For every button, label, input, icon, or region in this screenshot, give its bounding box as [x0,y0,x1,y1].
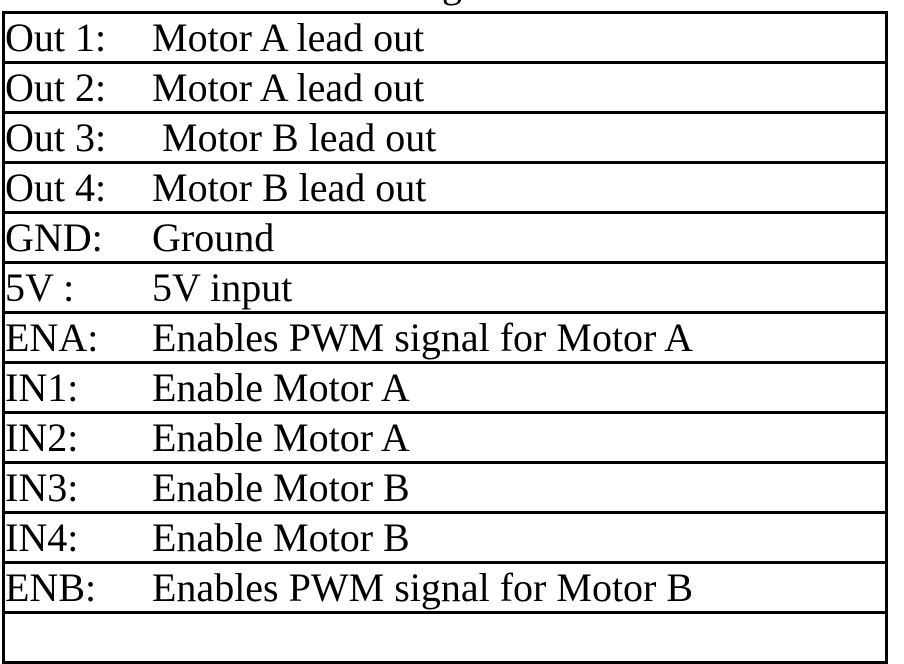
table-row: 5V : 5V input [3,262,887,314]
pin-table-container: Out 1: Motor A lead out Out 2: Motor A l… [2,11,888,664]
pin-description-cell: Enable Motor A [152,362,887,414]
pin-label-cell: GND: [3,212,152,264]
pin-label-cell [3,612,152,664]
pin-description-cell: 5V input [152,262,887,314]
pin-label-cell: Out 3: [3,112,152,164]
pin-label-cell: 5V : [3,262,152,314]
table-row [3,612,887,664]
pin-description-cell: Enable Motor B [152,462,887,514]
table-row: Out 2: Motor A lead out [3,62,887,114]
table-row: ENA: Enables PWM signal for Motor A [3,312,887,364]
pin-label-cell: ENB: [3,562,152,614]
pin-description-cell: Motor B lead out [152,162,887,214]
table-row: IN4: Enable Motor B [3,512,887,564]
clipped-text-above-table: g [0,0,904,9]
pin-label-cell: Out 1: [3,12,152,64]
table-row: Out 4: Motor B lead out [3,162,887,214]
pin-description-cell: Enables PWM signal for Motor A [152,312,887,364]
pin-label-cell: IN1: [3,362,152,414]
pin-label-cell: IN2: [3,412,152,464]
pin-description-cell: Enable Motor A [152,412,887,464]
table-row: GND: Ground [3,212,887,264]
pin-description-cell: Motor B lead out [152,112,887,164]
table-row: ENB: Enables PWM signal for Motor B [3,562,887,614]
table-row: Out 3: Motor B lead out [3,112,887,164]
pin-description-cell: Motor A lead out [152,62,887,114]
pin-description-cell: Enables PWM signal for Motor B [152,562,887,614]
pin-label-cell: Out 2: [3,62,152,114]
table-row: IN3: Enable Motor B [3,462,887,514]
pin-label-cell: ENA: [3,312,152,364]
pin-label-cell: IN4: [3,512,152,564]
table-row: IN1: Enable Motor A [3,362,887,414]
pin-description-cell: Enable Motor B [152,512,887,564]
pin-description-table: Out 1: Motor A lead out Out 2: Motor A l… [2,11,888,664]
pin-table-body: Out 1: Motor A lead out Out 2: Motor A l… [3,12,887,664]
pin-label-cell: IN3: [3,462,152,514]
pin-description-cell: Ground [152,212,887,264]
table-row: Out 1: Motor A lead out [3,12,887,64]
table-row: IN2: Enable Motor A [3,412,887,464]
pin-label-cell: Out 4: [3,162,152,214]
pin-description-cell: Motor A lead out [152,12,887,64]
pin-description-cell [152,612,887,664]
